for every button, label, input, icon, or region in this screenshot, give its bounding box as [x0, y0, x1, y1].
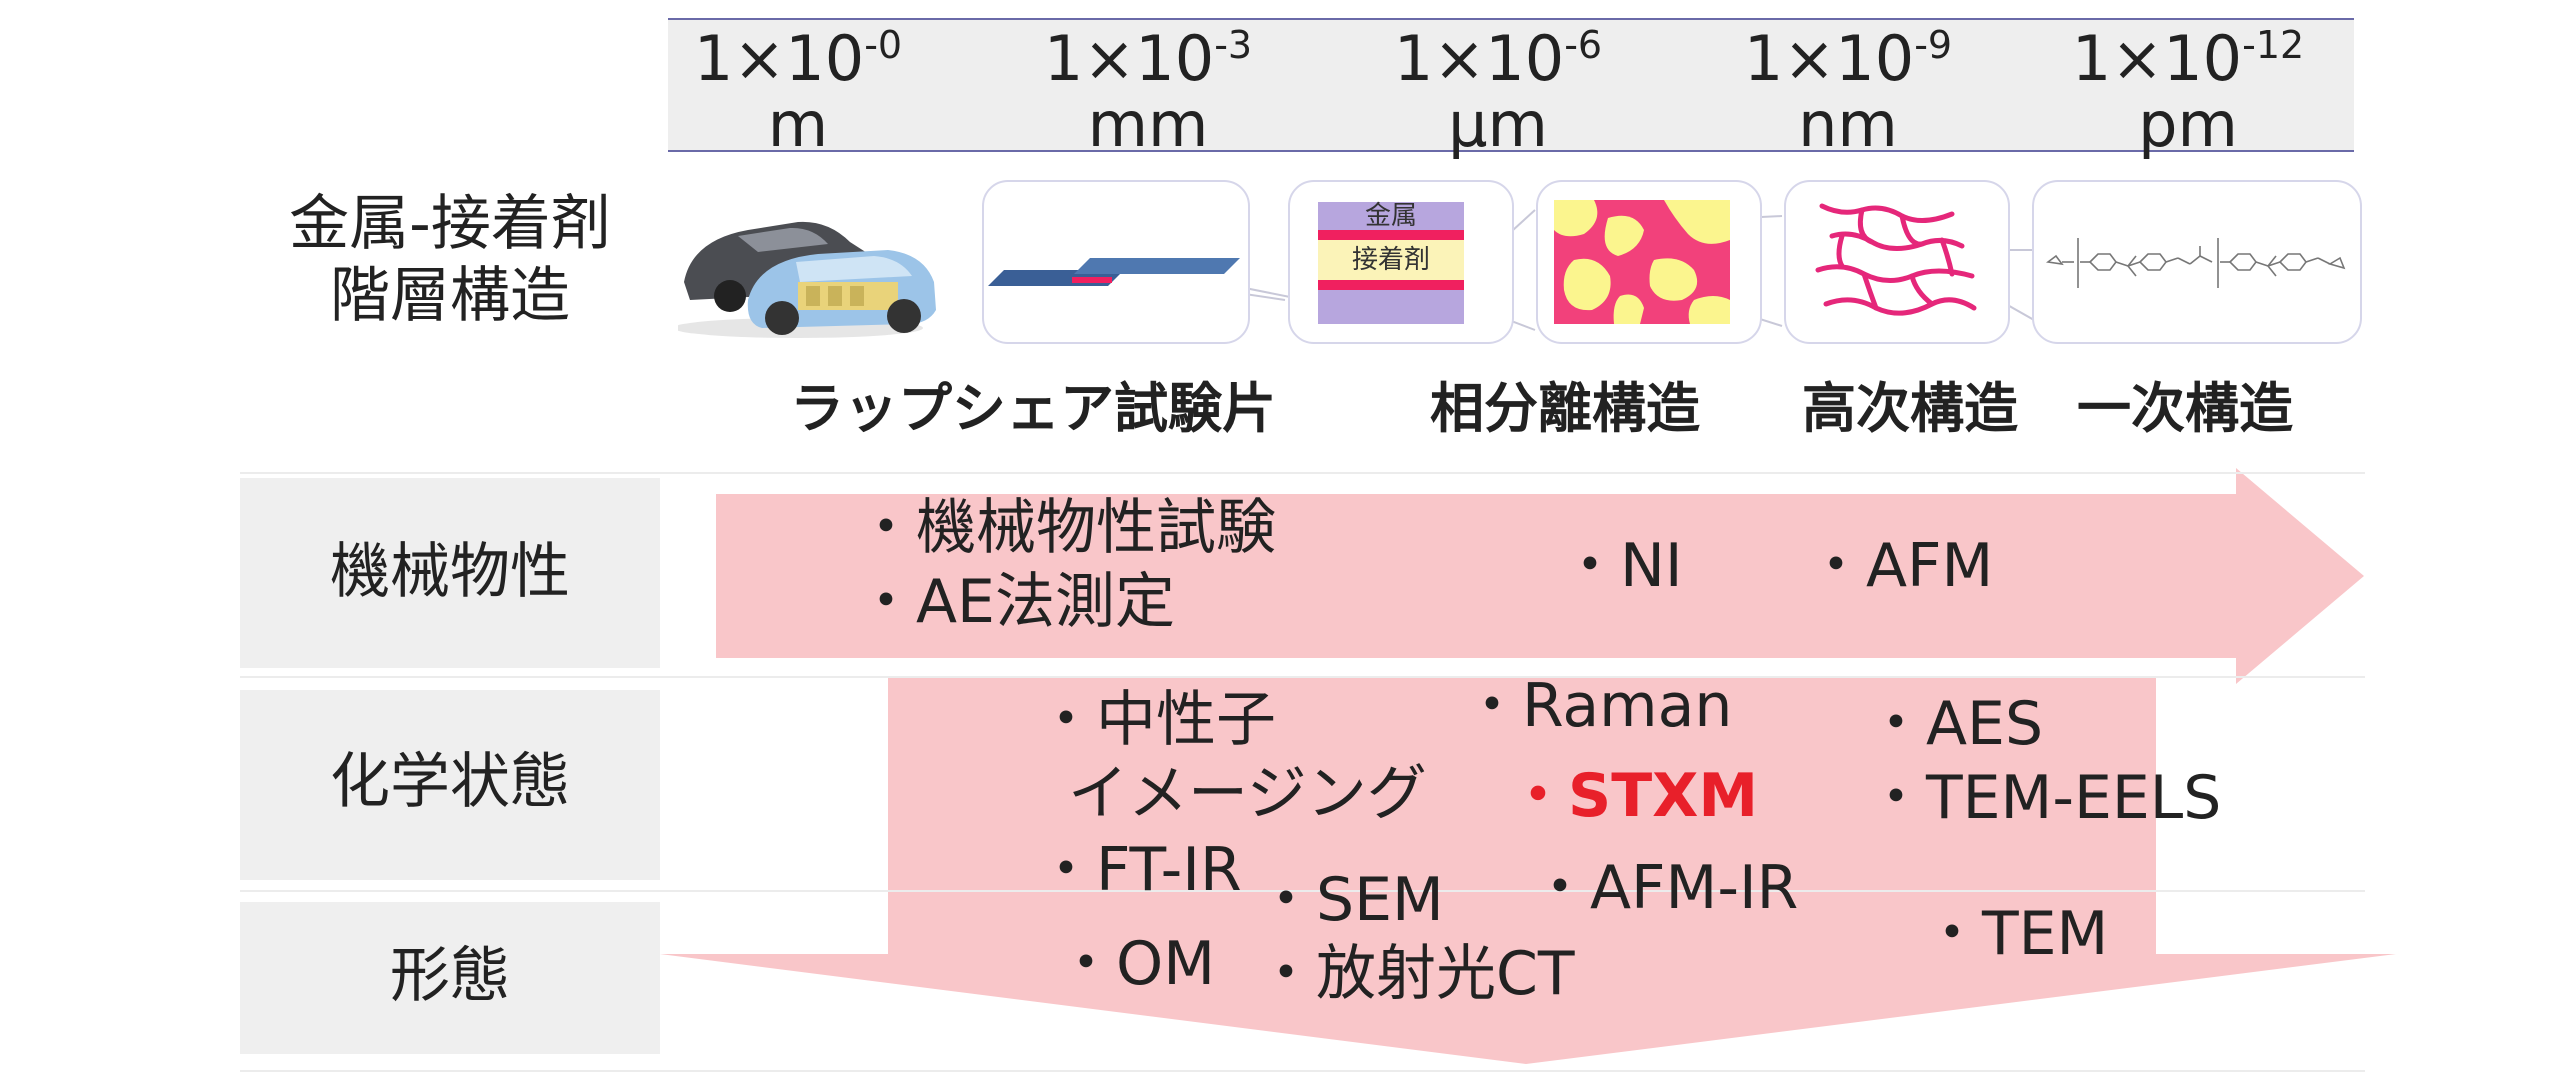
vertical-arrow — [660, 678, 2396, 1064]
polymer-network-icon — [1815, 203, 1977, 316]
layer-stack: 金属 接着剤 — [1318, 202, 1464, 324]
layer-panel: 金属 接着剤 — [1288, 180, 1514, 344]
separator — [240, 890, 2365, 892]
higher-order-panel — [1784, 180, 2010, 344]
tech-om: ・OM — [1056, 929, 1215, 999]
caption-phase-separation: 相分離構造 — [1430, 377, 1700, 440]
caption-higher-order: 高次構造 — [1802, 377, 2018, 440]
tech-sem: ・SEM — [1256, 865, 1444, 935]
tech-synchrotron-ct: ・放射光CT — [1256, 939, 1575, 1009]
horizontal-arrow — [716, 468, 2364, 684]
phase-separation-panel — [1536, 180, 1762, 344]
lap-shear-specimen-icon — [988, 258, 1240, 286]
metal-layer: 金属 — [1318, 202, 1464, 230]
tech-raman: ・Raman — [1462, 671, 1733, 741]
interface-stripe — [1318, 230, 1464, 240]
adhesive-layer: 接着剤 — [1318, 240, 1464, 280]
row-box-mechanical — [240, 478, 660, 668]
chemical-structure-icon — [2045, 238, 2346, 288]
separator — [240, 472, 2365, 474]
car-illustration — [678, 221, 936, 338]
row-label-mechanical: 機械物性 — [330, 537, 570, 607]
lap-shear-panel — [982, 180, 1250, 344]
row-label-morphology: 形態 — [390, 941, 510, 1011]
tech-aes: ・AES — [1866, 689, 2044, 759]
scale-tick-nm: 1×10-9 nm — [1743, 22, 1953, 161]
scale-band: 1×10-0 m 1×10-3 mm 1×10-6 μm 1×10-9 nm 1… — [668, 18, 2354, 156]
hierarchy-label: 金属-接着剤 階層構造 — [289, 189, 611, 331]
metal-layer-bottom — [1318, 290, 1464, 324]
row-box-morphology — [240, 902, 660, 1054]
scale-tick-mm: 1×10-3 mm — [1043, 22, 1253, 161]
caption-primary: 一次構造 — [2077, 377, 2293, 440]
row-box-chemical — [240, 690, 660, 880]
tech-ni: ・NI — [1560, 531, 1683, 601]
separator — [240, 676, 2365, 678]
separator — [240, 1070, 2365, 1072]
tech-afm: ・AFM — [1806, 531, 1994, 601]
tech-ae: ・AE法測定 — [856, 567, 1175, 637]
tech-mechanical-test: ・機械物性試験 — [856, 493, 1276, 563]
tech-stxm: ・STXM — [1508, 761, 1759, 831]
tech-afm-ir: ・AFM-IR — [1530, 853, 1799, 923]
caption-lap-shear: ラップシェア試験片 — [790, 377, 1276, 440]
tech-tem-eels: ・TEM-EELS — [1866, 763, 2222, 833]
scale-tick-um: 1×10-6 μm — [1393, 22, 1603, 161]
primary-structure-panel — [2032, 180, 2362, 344]
row-label-chemical: 化学状態 — [330, 747, 570, 817]
scale-tick-m: 1×10-0 m — [693, 22, 903, 161]
tech-ftir: ・FT-IR — [1036, 835, 1242, 905]
scale-tick-pm: 1×10-12 pm — [2071, 22, 2305, 161]
tech-neutron: ・中性子 — [1036, 685, 1276, 755]
tech-neutron-imaging: イメージング — [1068, 759, 1427, 829]
phase-separation-icon — [1554, 200, 1730, 324]
interface-stripe — [1318, 280, 1464, 290]
tech-tem: ・TEM — [1922, 899, 2109, 969]
